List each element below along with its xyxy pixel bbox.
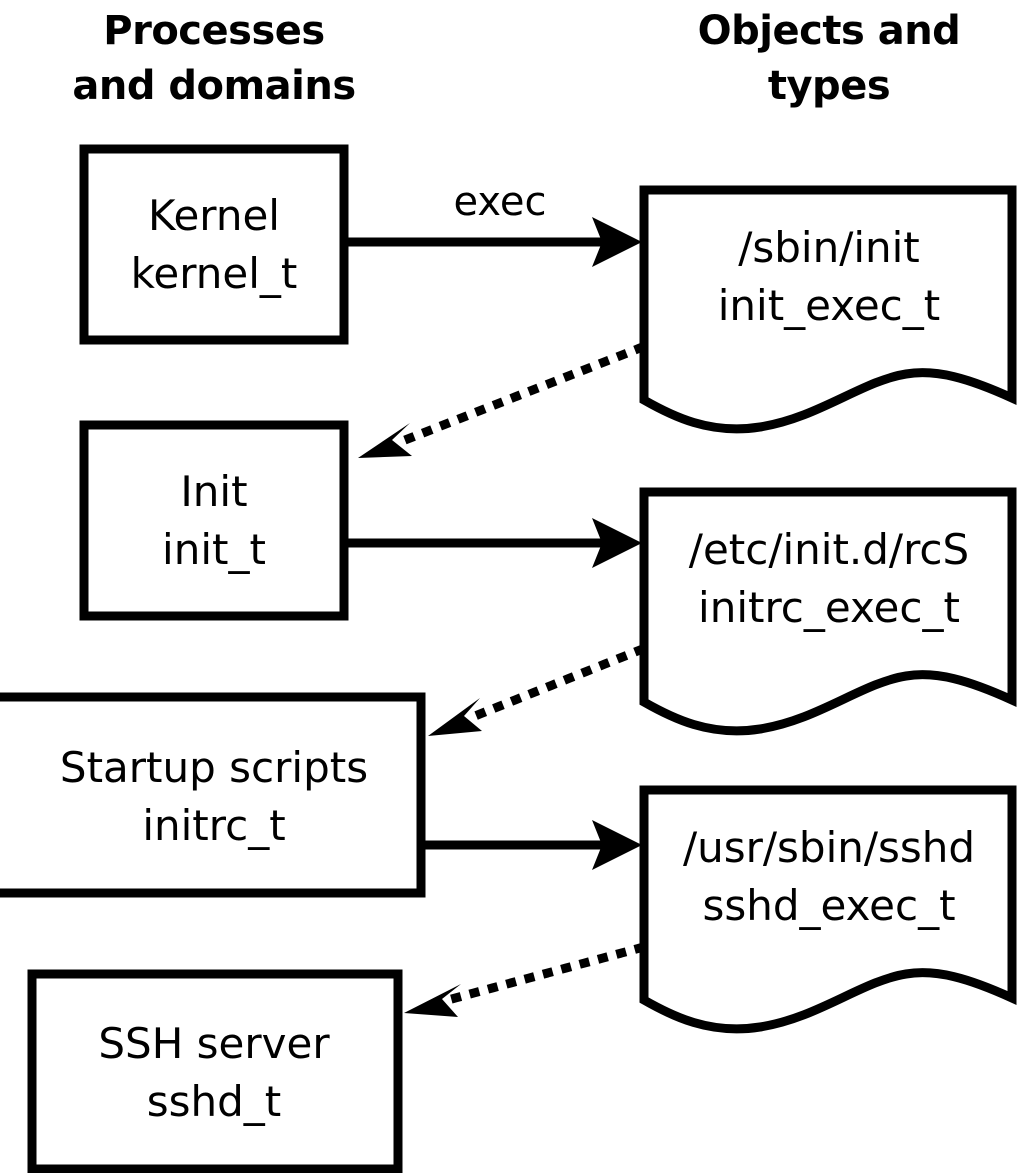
arrowhead-left [428, 698, 482, 736]
node-ssh-server-line1: SSH server [98, 1019, 330, 1068]
node-init-exec[interactable]: /sbin/init init_exec_t [639, 185, 1017, 434]
edge-line [394, 342, 646, 448]
edge-sshd-exec-transition-sshd [404, 942, 646, 1017]
node-startup-scripts-line2: initrc_t [142, 801, 285, 850]
arrowhead-right [592, 820, 642, 870]
node-sshd-exec-line2: sshd_exec_t [702, 881, 955, 930]
node-initrc-exec[interactable]: /etc/init.d/rcS initrc_exec_t [639, 487, 1017, 736]
node-initrc-exec-line1: /etc/init.d/rcS [689, 525, 969, 574]
column-header-processes-line1: Processes [103, 8, 324, 54]
column-header-processes-line2: and domains [72, 63, 355, 109]
node-sshd-exec-document[interactable] [639, 785, 1017, 1034]
edge-initrc-exec-transition-initrc [428, 644, 646, 736]
node-init-line2: init_t [162, 525, 266, 574]
node-kernel-line2: kernel_t [131, 249, 298, 298]
node-init-exec-document[interactable] [639, 185, 1017, 434]
node-init-exec-line1: /sbin/init [738, 223, 920, 272]
column-header-objects: Objects and types [698, 8, 961, 109]
node-startup-scripts-box[interactable] [0, 692, 426, 898]
node-init-exec-line2: init_exec_t [718, 281, 941, 330]
edge-initrc-exec-sshd-exec [425, 820, 642, 870]
arrowhead-right [592, 217, 642, 267]
arrowhead-left [358, 423, 412, 458]
node-kernel[interactable]: Kernel kernel_t [79, 144, 349, 345]
arrowhead-right [592, 518, 642, 568]
node-initrc-exec-line2: initrc_exec_t [698, 583, 960, 632]
node-kernel-line1: Kernel [148, 191, 280, 240]
column-header-processes: Processes and domains [72, 8, 356, 109]
node-sshd-exec[interactable]: /usr/sbin/sshd sshd_exec_t [639, 785, 1017, 1034]
node-ssh-server-line2: sshd_t [147, 1077, 282, 1126]
node-startup-scripts[interactable]: Startup scripts initrc_t [0, 692, 426, 898]
arrowhead-left [404, 984, 461, 1017]
edge-init-exec-transition-init [358, 342, 646, 458]
node-kernel-box[interactable] [79, 144, 349, 345]
edge-label-exec: exec [454, 179, 547, 225]
node-init-box[interactable] [79, 420, 349, 621]
node-ssh-server[interactable]: SSH server sshd_t [27, 969, 403, 1173]
node-init[interactable]: Init init_t [79, 420, 349, 621]
column-header-objects-line2: types [768, 63, 890, 109]
node-sshd-exec-line1: /usr/sbin/sshd [683, 823, 975, 872]
edge-line [442, 942, 646, 1006]
edge-line [464, 644, 646, 724]
node-initrc-exec-document[interactable] [639, 487, 1017, 736]
column-header-objects-line1: Objects and [698, 8, 961, 54]
edge-init-exec-initrc-exec [348, 518, 642, 568]
node-ssh-server-box[interactable] [27, 969, 403, 1173]
edge-kernel-exec-init-exec: exec [348, 179, 642, 267]
node-init-line1: Init [180, 467, 247, 516]
node-startup-scripts-line1: Startup scripts [60, 743, 368, 792]
